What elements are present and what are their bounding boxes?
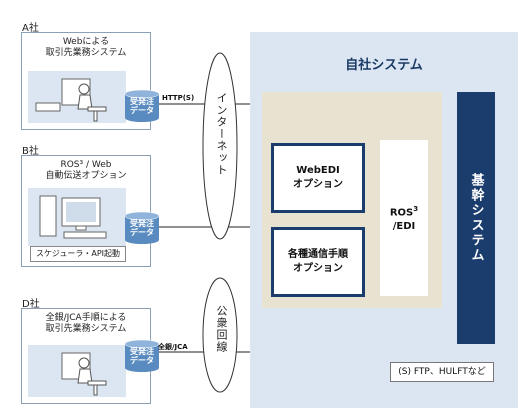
company-d-order-data: 受発注データ <box>124 339 160 373</box>
company-a-order-data: 受発注データ <box>124 89 160 123</box>
company-d-system-line2: 取引先業務システム <box>45 324 127 334</box>
ros-edi-box: ROS3/EDI <box>380 140 428 296</box>
ros-superscript: 3 <box>413 204 419 213</box>
person-at-desk-icon <box>35 78 107 122</box>
order-data-line2: データ <box>130 228 154 237</box>
protocols-line2: オプション <box>293 263 343 274</box>
scheduler-box: スケジューラ・API起動 <box>30 246 126 262</box>
company-a-system-line1: Webによる <box>62 37 110 47</box>
company-a-system-line2: 取引先業務システム <box>45 48 127 58</box>
database-icon <box>124 339 160 372</box>
company-b-order-data: 受発注データ <box>124 211 160 245</box>
company-b-box: ROS³ / Web 自動伝送オプション スケジューラ・API起動 受発注データ <box>21 155 160 267</box>
webedi-line1: WebEDI <box>296 165 340 176</box>
company-b-system-line1: ROS³ / Web <box>60 160 112 170</box>
public-line-label: 公衆回線 <box>215 305 228 353</box>
company-b-label: B社 <box>22 146 39 157</box>
order-data-line1: 受発注 <box>130 219 154 228</box>
public-line-oval <box>202 277 238 393</box>
order-data-line1: 受発注 <box>130 347 154 356</box>
database-icon <box>124 89 160 122</box>
company-d-illustration <box>28 345 126 397</box>
computer-icon <box>39 195 107 239</box>
webedi-line2: オプション <box>293 179 343 190</box>
in-house-system-title: 自社システム <box>345 58 423 73</box>
ftp-hulft-label: (S) FTP、HULFTなど <box>390 362 494 382</box>
order-data-line2: データ <box>130 356 154 365</box>
company-a-box: Webによる 取引先業務システム 受発注データ <box>21 32 160 130</box>
order-data-line2: データ <box>130 106 154 115</box>
protocol-option-box: 各種通信手順オプション <box>271 227 365 297</box>
ros-label: ROS <box>389 207 414 219</box>
webedi-option-box: WebEDI オプション <box>271 143 365 213</box>
edi-label: /EDI <box>392 221 416 233</box>
company-a-illustration <box>28 71 126 123</box>
internet-label: インターネット <box>215 92 228 176</box>
database-icon <box>124 211 160 244</box>
company-d-box: 全銀/JCA手順による 取引先業務システム 受発注データ <box>21 308 160 404</box>
company-b-illustration <box>28 188 126 246</box>
internet-oval <box>202 52 238 240</box>
connection-d-label: 全銀/JCA <box>158 343 188 351</box>
core-system-label: 基幹システム <box>468 173 484 263</box>
order-data-line1: 受発注 <box>130 97 154 106</box>
person-at-desk-icon <box>61 352 107 396</box>
company-d-label: D社 <box>22 299 40 310</box>
company-d-system-line1: 全銀/JCA手順による <box>45 313 127 323</box>
company-b-system-line2: 自動伝送オプション <box>45 171 127 181</box>
company-a-label: A社 <box>22 23 39 34</box>
connection-a-label: HTTP(S) <box>162 94 195 102</box>
protocols-line1: 各種通信手順 <box>288 249 348 260</box>
core-system-box: 基幹システム <box>457 92 495 344</box>
